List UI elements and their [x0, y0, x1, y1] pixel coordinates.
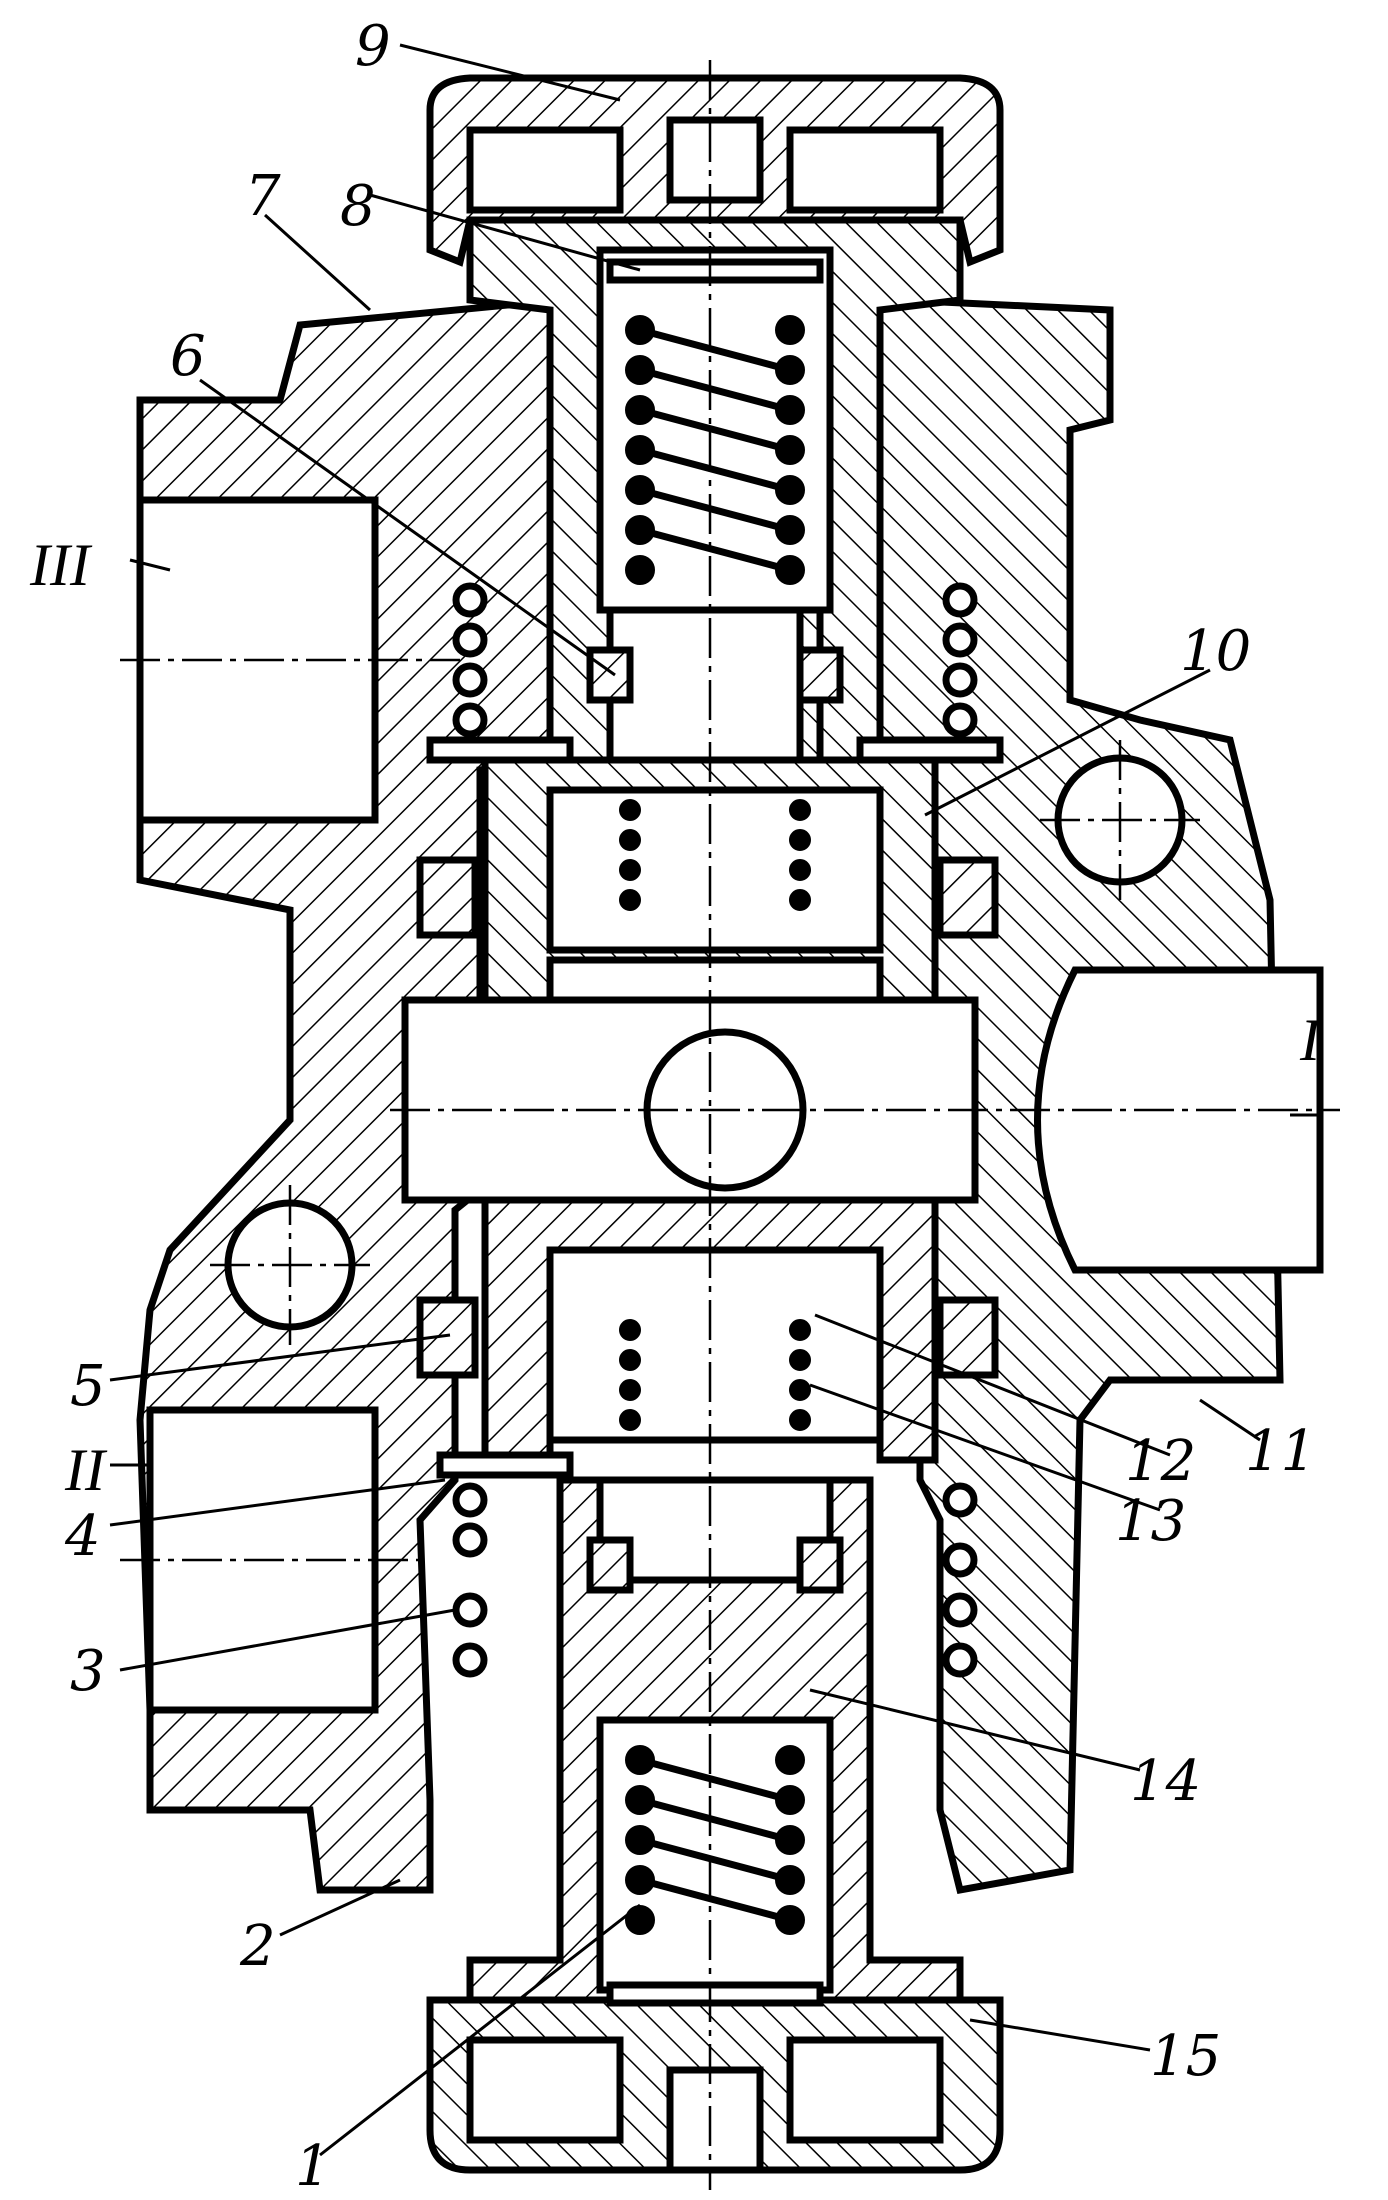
- label-port-III: III: [29, 532, 93, 598]
- label-12: 12: [1125, 1429, 1196, 1494]
- label-10: 10: [1180, 619, 1251, 684]
- inner-lower-spring: [619, 1319, 811, 1431]
- lower-piston: [426, 1476, 1004, 2174]
- label-11: 11: [1245, 1419, 1316, 1484]
- label-13: 13: [1115, 1489, 1186, 1554]
- label-2: 2: [239, 1914, 276, 1979]
- label-port-I: I: [1299, 1007, 1323, 1073]
- label-15: 15: [1150, 2024, 1221, 2089]
- label-14: 14: [1130, 1749, 1201, 1814]
- inner-upper-spring: [619, 799, 811, 911]
- washers: [426, 258, 1004, 2007]
- lower-return-springs: [452, 1482, 978, 1678]
- label-9: 9: [355, 14, 391, 79]
- label-5: 5: [70, 1354, 106, 1419]
- label-1: 1: [295, 2134, 331, 2199]
- upper-cap: [426, 74, 1004, 267]
- upper-piston: [466, 216, 964, 775]
- label-3: 3: [70, 1639, 106, 1704]
- part-labels: 9 8 7 6 III 10 I 5 II 4 3 11 12 13 14 2 …: [29, 14, 1323, 2199]
- label-8: 8: [340, 174, 376, 239]
- leader-lines: [109, 43, 1320, 2157]
- label-7: 7: [245, 164, 281, 229]
- upper-return-springs: [452, 582, 978, 738]
- center-lines: [120, 60, 1340, 2190]
- label-4: 4: [64, 1504, 101, 1569]
- label-6: 6: [170, 324, 206, 389]
- label-port-II: II: [64, 1437, 108, 1503]
- lower-spring: [625, 1745, 805, 1935]
- upper-spring: [625, 315, 805, 585]
- o-rings: [416, 646, 999, 1594]
